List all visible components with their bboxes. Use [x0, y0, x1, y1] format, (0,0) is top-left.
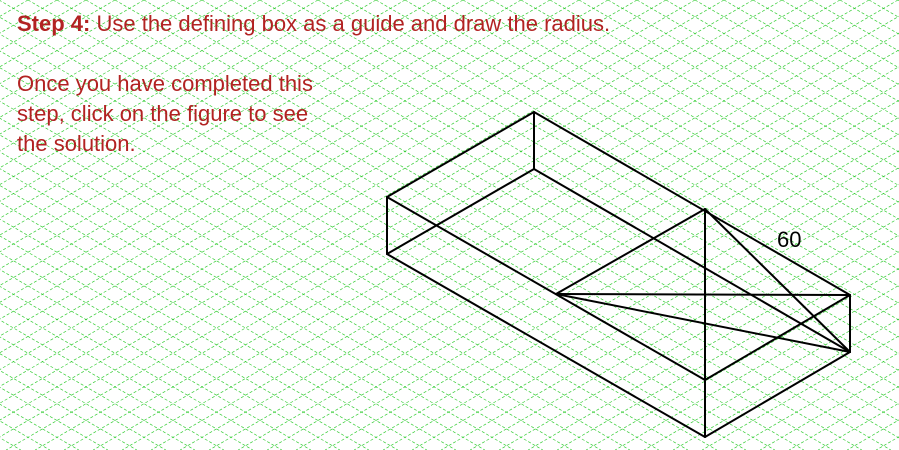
grid-line — [0, 0, 776, 450]
grid-line — [0, 218, 399, 450]
grid-line — [121, 0, 899, 450]
grid-line — [0, 67, 660, 450]
grid-line — [114, 0, 892, 450]
grid-line — [0, 202, 428, 450]
grid-line — [143, 0, 899, 439]
grid-line — [0, 84, 631, 450]
grid-line — [0, 50, 689, 450]
grid-line — [556, 251, 899, 450]
defining-box-edge — [555, 293, 851, 296]
grid-line — [0, 252, 341, 450]
block-edge — [386, 111, 535, 198]
grid-line — [0, 151, 515, 450]
grid-line — [0, 185, 457, 450]
block-edge — [386, 196, 706, 381]
step-text: Use the defining box as a guide and draw… — [90, 11, 611, 36]
grid-line — [201, 0, 899, 405]
grid-line — [0, 0, 696, 404]
hidden-top-edge — [533, 168, 851, 353]
defining-box-diagonal — [704, 208, 851, 353]
grid-line — [63, 0, 841, 450]
grid-line — [150, 15, 899, 450]
grid-line — [382, 150, 899, 450]
grid-line — [614, 284, 899, 450]
grid-line — [0, 370, 138, 450]
step-instruction: Step 4: Use the defining box as a guide … — [17, 9, 610, 39]
defining-box — [555, 208, 851, 381]
grid-line — [172, 0, 899, 422]
grid-line — [0, 269, 312, 450]
grid-line — [701, 335, 899, 450]
grid-line — [208, 49, 899, 450]
dimension-label: 60 — [777, 227, 801, 252]
block-outline — [386, 111, 851, 438]
grid-line — [237, 66, 899, 450]
grid-line — [266, 83, 899, 450]
hidden-top-edge — [386, 168, 535, 255]
grid-line — [0, 302, 254, 450]
grid-line — [469, 200, 899, 450]
grid-line — [5, 0, 783, 450]
grid-line — [0, 286, 283, 450]
grid-line — [34, 0, 812, 450]
grid-line — [0, 134, 544, 450]
grid-line — [0, 0, 667, 387]
grid-line — [0, 336, 196, 450]
block-edge — [704, 351, 851, 438]
instruction-line-1: Once you have completed this — [17, 71, 313, 96]
grid-line — [0, 16, 747, 450]
grid-line — [672, 318, 899, 450]
block-edge — [386, 253, 706, 438]
grid-line — [85, 0, 863, 450]
defining-box-diagonal — [555, 293, 851, 353]
grid-line — [353, 133, 899, 450]
grid-line — [0, 168, 486, 450]
grid-line — [440, 184, 899, 450]
grid-line — [643, 301, 899, 450]
grid-line — [56, 0, 834, 450]
grid-line — [179, 32, 899, 450]
instruction-line-2: step, click on the figure to see — [17, 101, 309, 126]
grid-line — [730, 352, 899, 450]
grid-line — [324, 116, 899, 450]
grid-line — [759, 369, 899, 450]
grid-line — [0, 117, 573, 450]
grid-line — [295, 99, 899, 450]
step-label: Step 4: — [17, 11, 91, 36]
grid-line — [0, 0, 725, 421]
instruction-paragraph: Once you have completed this step, click… — [17, 69, 367, 159]
grid-line — [27, 0, 805, 450]
grid-line — [498, 217, 899, 450]
instruction-line-3: the solution. — [17, 131, 136, 156]
grid-line — [0, 235, 370, 450]
grid-line — [0, 0, 754, 438]
grid-line — [0, 353, 167, 450]
grid-line — [230, 0, 899, 388]
grid-line — [92, 0, 870, 450]
defining-box-edge — [555, 208, 706, 295]
grid-line — [527, 234, 899, 450]
grid-line — [0, 101, 602, 450]
grid-line — [0, 33, 718, 450]
grid-line — [411, 167, 899, 450]
block-edge — [533, 111, 851, 296]
grid-line — [0, 319, 225, 450]
